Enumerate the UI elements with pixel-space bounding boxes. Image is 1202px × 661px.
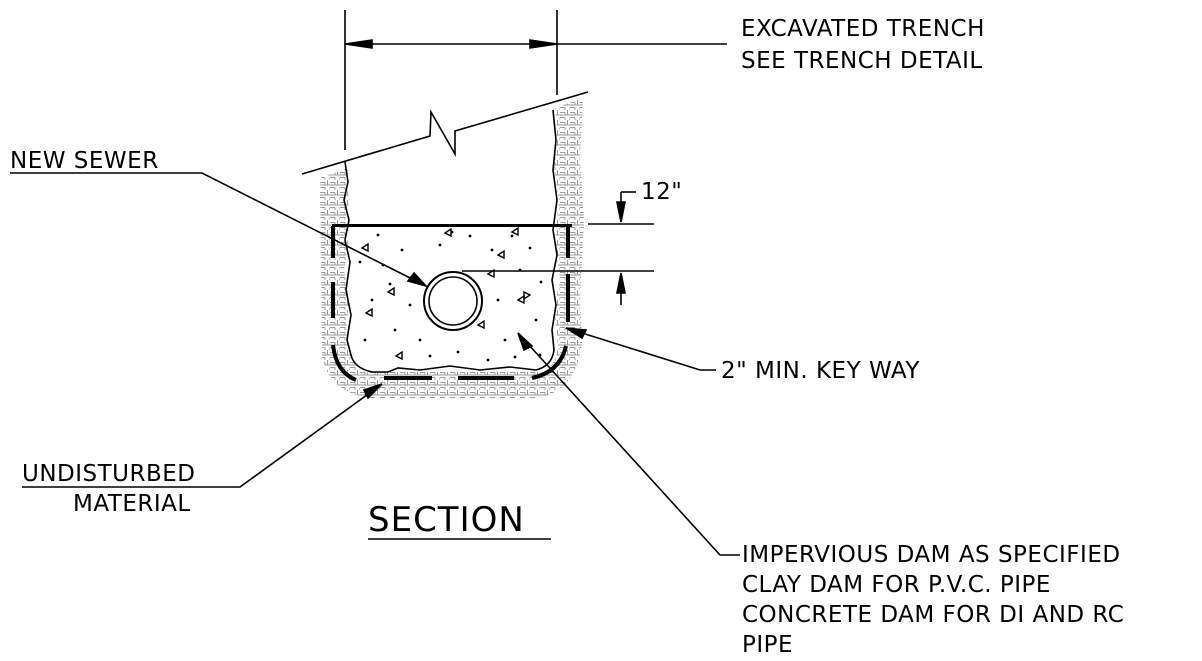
label-dimension-12in: 12" xyxy=(641,179,682,205)
label-dam-line3: CONCRETE DAM FOR DI AND RC xyxy=(742,602,1124,628)
section-title: SECTION xyxy=(368,500,525,540)
leader-lines xyxy=(10,172,740,556)
label-key-way: 2" MIN. KEY WAY xyxy=(721,358,920,384)
key-way xyxy=(331,226,570,382)
label-undisturbed-line2: MATERIAL xyxy=(73,491,191,517)
sewer-pipe xyxy=(423,271,483,331)
label-undisturbed-line1: UNDISTURBED xyxy=(22,461,196,487)
soil-hatch xyxy=(320,98,584,398)
break-line xyxy=(301,91,589,175)
label-new-sewer: NEW SEWER xyxy=(10,148,159,174)
trench-outline xyxy=(343,109,558,373)
label-dam-line4: PIPE xyxy=(742,632,793,656)
depth-dimension xyxy=(462,191,654,305)
label-trench-line2: SEE TRENCH DETAIL xyxy=(741,48,983,74)
label-dam-line2: CLAY DAM FOR P.V.C. PIPE xyxy=(742,572,1051,598)
trench-width-dimension xyxy=(344,10,727,150)
label-trench-line1: EXCAVATED TRENCH xyxy=(741,16,985,42)
label-dam-line1: IMPERVIOUS DAM AS SPECIFIED xyxy=(742,542,1121,568)
concrete-dam xyxy=(332,224,572,362)
